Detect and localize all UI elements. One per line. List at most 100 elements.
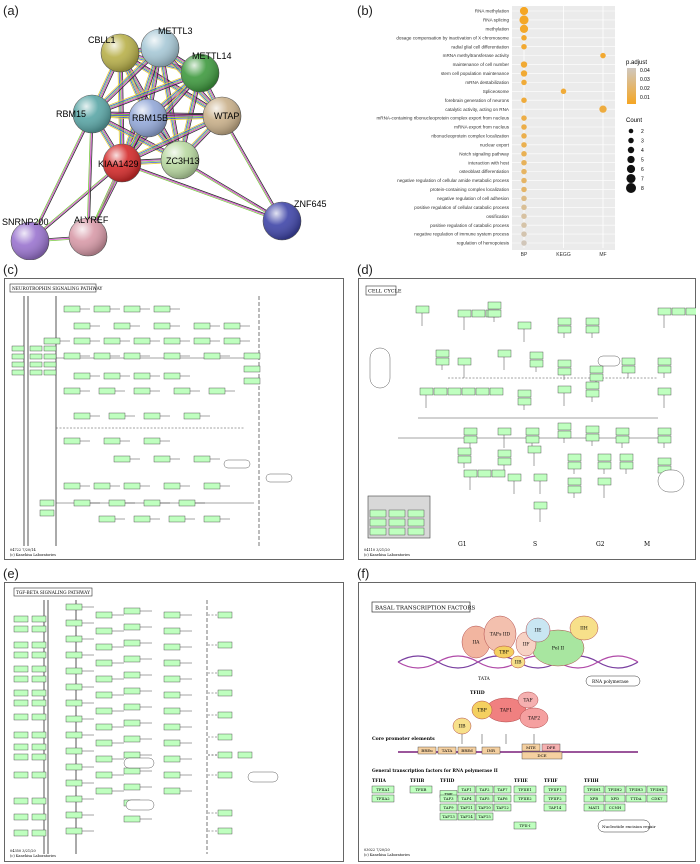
gene-box[interactable]	[95, 723, 113, 731]
gene-box[interactable]	[95, 739, 113, 747]
gene-box[interactable]	[527, 445, 542, 454]
gene-box[interactable]	[657, 387, 672, 396]
gene-box[interactable]	[163, 482, 181, 490]
gene-box[interactable]	[95, 755, 113, 763]
gene-box[interactable]	[65, 747, 83, 755]
gene-box[interactable]	[585, 381, 600, 390]
gene-box[interactable]	[65, 603, 83, 611]
gene-box[interactable]	[95, 707, 113, 715]
gene-box[interactable]	[108, 499, 126, 507]
gene-box[interactable]	[217, 669, 233, 677]
gene-box[interactable]	[73, 337, 91, 345]
gene-box[interactable]	[217, 809, 233, 817]
gene-box[interactable]	[457, 785, 476, 794]
gene-box[interactable]	[439, 812, 458, 821]
gene-box[interactable]	[73, 499, 91, 507]
gene-box[interactable]	[203, 515, 221, 523]
gene-box[interactable]	[439, 803, 458, 812]
gene-box[interactable]	[497, 457, 512, 466]
gene-box[interactable]	[529, 351, 544, 360]
gene-box[interactable]	[493, 803, 512, 812]
gene-box[interactable]	[475, 785, 494, 794]
gene-box[interactable]	[13, 699, 29, 707]
gene-box[interactable]	[461, 387, 476, 396]
gene-box[interactable]	[497, 349, 512, 358]
gene-box[interactable]	[489, 387, 504, 396]
gene-box[interactable]	[585, 325, 600, 334]
gene-box[interactable]	[625, 794, 647, 803]
gene-box[interactable]	[493, 785, 512, 794]
gene-box[interactable]	[31, 743, 47, 751]
gene-box[interactable]	[13, 651, 29, 659]
gene-box[interactable]	[65, 667, 83, 675]
gene-box[interactable]	[113, 455, 131, 463]
gene-box[interactable]	[457, 357, 472, 366]
gene-box[interactable]	[65, 731, 83, 739]
gene-box[interactable]	[646, 785, 668, 794]
gene-box[interactable]	[163, 675, 181, 683]
gene-box[interactable]	[543, 803, 567, 812]
gene-box[interactable]	[513, 821, 537, 830]
gene-box[interactable]	[123, 719, 141, 727]
gene-box[interactable]	[133, 372, 151, 380]
gene-box[interactable]	[597, 461, 612, 470]
gene-box[interactable]	[625, 785, 647, 794]
gene-box[interactable]	[513, 785, 537, 794]
gene-box[interactable]	[123, 639, 141, 647]
network-node-mettl3[interactable]: METTL3	[140, 26, 193, 68]
gene-box[interactable]	[585, 433, 600, 442]
gene-box[interactable]	[163, 659, 181, 667]
gene-box[interactable]	[369, 518, 387, 527]
gene-box[interactable]	[685, 307, 696, 316]
gene-box[interactable]	[143, 437, 161, 445]
gene-box[interactable]	[497, 449, 512, 458]
gene-box[interactable]	[13, 641, 29, 649]
gene-box[interactable]	[217, 751, 233, 759]
gene-box[interactable]	[31, 615, 47, 623]
gene-box[interactable]	[123, 751, 141, 759]
gene-box[interactable]	[163, 787, 181, 795]
gene-box[interactable]	[475, 794, 494, 803]
gene-box[interactable]	[123, 671, 141, 679]
gene-box[interactable]	[95, 627, 113, 635]
gene-box[interactable]	[407, 509, 425, 518]
gene-box[interactable]	[98, 387, 116, 395]
gene-box[interactable]	[13, 771, 29, 779]
gene-box[interactable]	[163, 372, 181, 380]
gene-box[interactable]	[13, 813, 29, 821]
gene-box[interactable]	[123, 352, 141, 360]
gene-box[interactable]	[567, 485, 582, 494]
gene-box[interactable]	[583, 803, 605, 812]
gene-box[interactable]	[657, 357, 672, 366]
gene-box[interactable]	[43, 353, 57, 360]
gene-box[interactable]	[533, 473, 548, 482]
gene-box[interactable]	[529, 359, 544, 368]
gene-box[interactable]	[557, 325, 572, 334]
gene-box[interactable]	[65, 651, 83, 659]
gene-box[interactable]	[108, 412, 126, 420]
gene-box[interactable]	[463, 469, 478, 478]
gene-box[interactable]	[29, 345, 43, 352]
network-node-zc3h13[interactable]: ZC3H13	[160, 140, 200, 180]
gene-box[interactable]	[31, 625, 47, 633]
gene-box[interactable]	[217, 827, 233, 835]
gene-box[interactable]	[475, 803, 494, 812]
gene-box[interactable]	[95, 659, 113, 667]
gene-box[interactable]	[13, 625, 29, 633]
gene-box[interactable]	[615, 435, 630, 444]
gene-box[interactable]	[567, 453, 582, 462]
gene-box[interactable]	[585, 317, 600, 326]
gene-box[interactable]	[123, 767, 141, 775]
gene-box[interactable]	[163, 691, 181, 699]
gene-box[interactable]	[407, 518, 425, 527]
gene-box[interactable]	[163, 771, 181, 779]
gene-box[interactable]	[133, 387, 151, 395]
gene-box[interactable]	[621, 357, 636, 366]
gene-box[interactable]	[13, 797, 29, 805]
gene-box[interactable]	[457, 803, 476, 812]
gene-box[interactable]	[193, 322, 211, 330]
gene-box[interactable]	[463, 435, 478, 444]
gene-box[interactable]	[543, 785, 567, 794]
gene-box[interactable]	[123, 482, 141, 490]
gene-box[interactable]	[65, 763, 83, 771]
